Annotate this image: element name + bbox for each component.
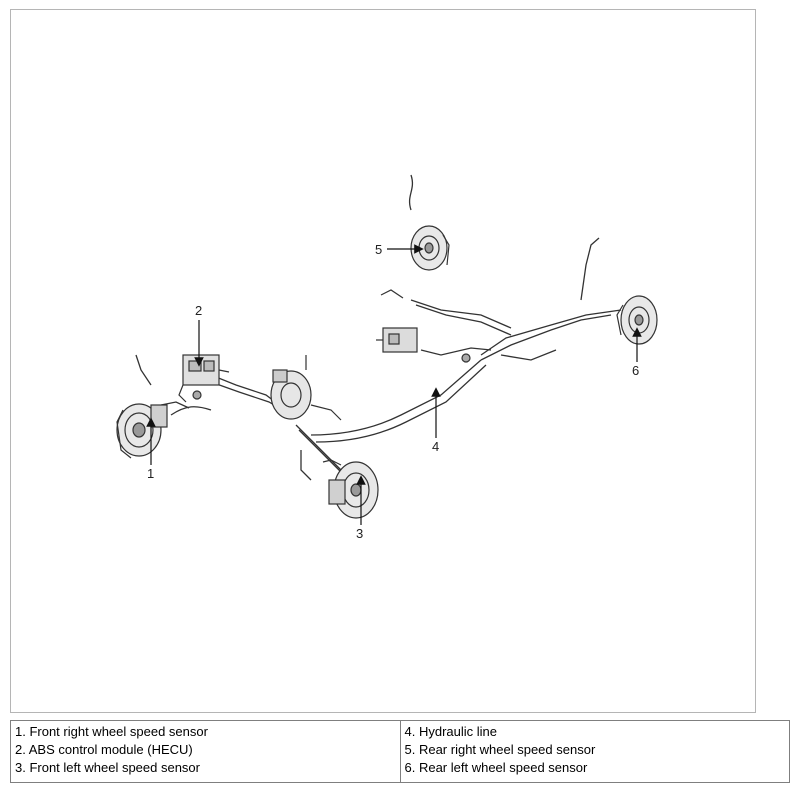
callout-2: 2 [195, 303, 202, 318]
callout-5: 5 [375, 242, 382, 257]
legend-item: 6. Rear left wheel speed sensor [404, 760, 588, 775]
legend-item: 2. ABS control module (HECU) [15, 742, 193, 757]
abs-system-drawing: 1 2 3 4 5 6 [116, 174, 658, 541]
legend-table: 1. Front right wheel speed sensor 2. ABS… [10, 720, 790, 783]
legend-item: 5. Rear right wheel speed sensor [404, 742, 596, 757]
legend-item: 1. Front right wheel speed sensor [15, 724, 208, 739]
brake-booster [270, 355, 342, 421]
legend-item: 3. Front left wheel speed sensor [15, 760, 200, 775]
hydraulic-lines [135, 174, 622, 481]
legend-column-left: 1. Front right wheel speed sensor 2. ABS… [10, 720, 401, 783]
legend-item: 4. Hydraulic line [404, 724, 498, 739]
callout-4: 4 [432, 439, 439, 454]
callout-3: 3 [356, 526, 363, 541]
rear-right-wheel-assembly [410, 225, 450, 271]
front-left-wheel-assembly [322, 459, 379, 519]
rear-subframe [376, 289, 471, 363]
front-right-wheel-assembly [116, 403, 168, 459]
callout-6: 6 [632, 363, 639, 378]
callout-1: 1 [147, 466, 154, 481]
legend-row: 1. Front right wheel speed sensor 2. ABS… [10, 720, 790, 783]
legend-column-right: 4. Hydraulic line 5. Rear right wheel sp… [399, 720, 790, 783]
callout-arrows [146, 244, 642, 525]
diagram-frame: 1 2 3 4 5 6 [10, 9, 756, 713]
